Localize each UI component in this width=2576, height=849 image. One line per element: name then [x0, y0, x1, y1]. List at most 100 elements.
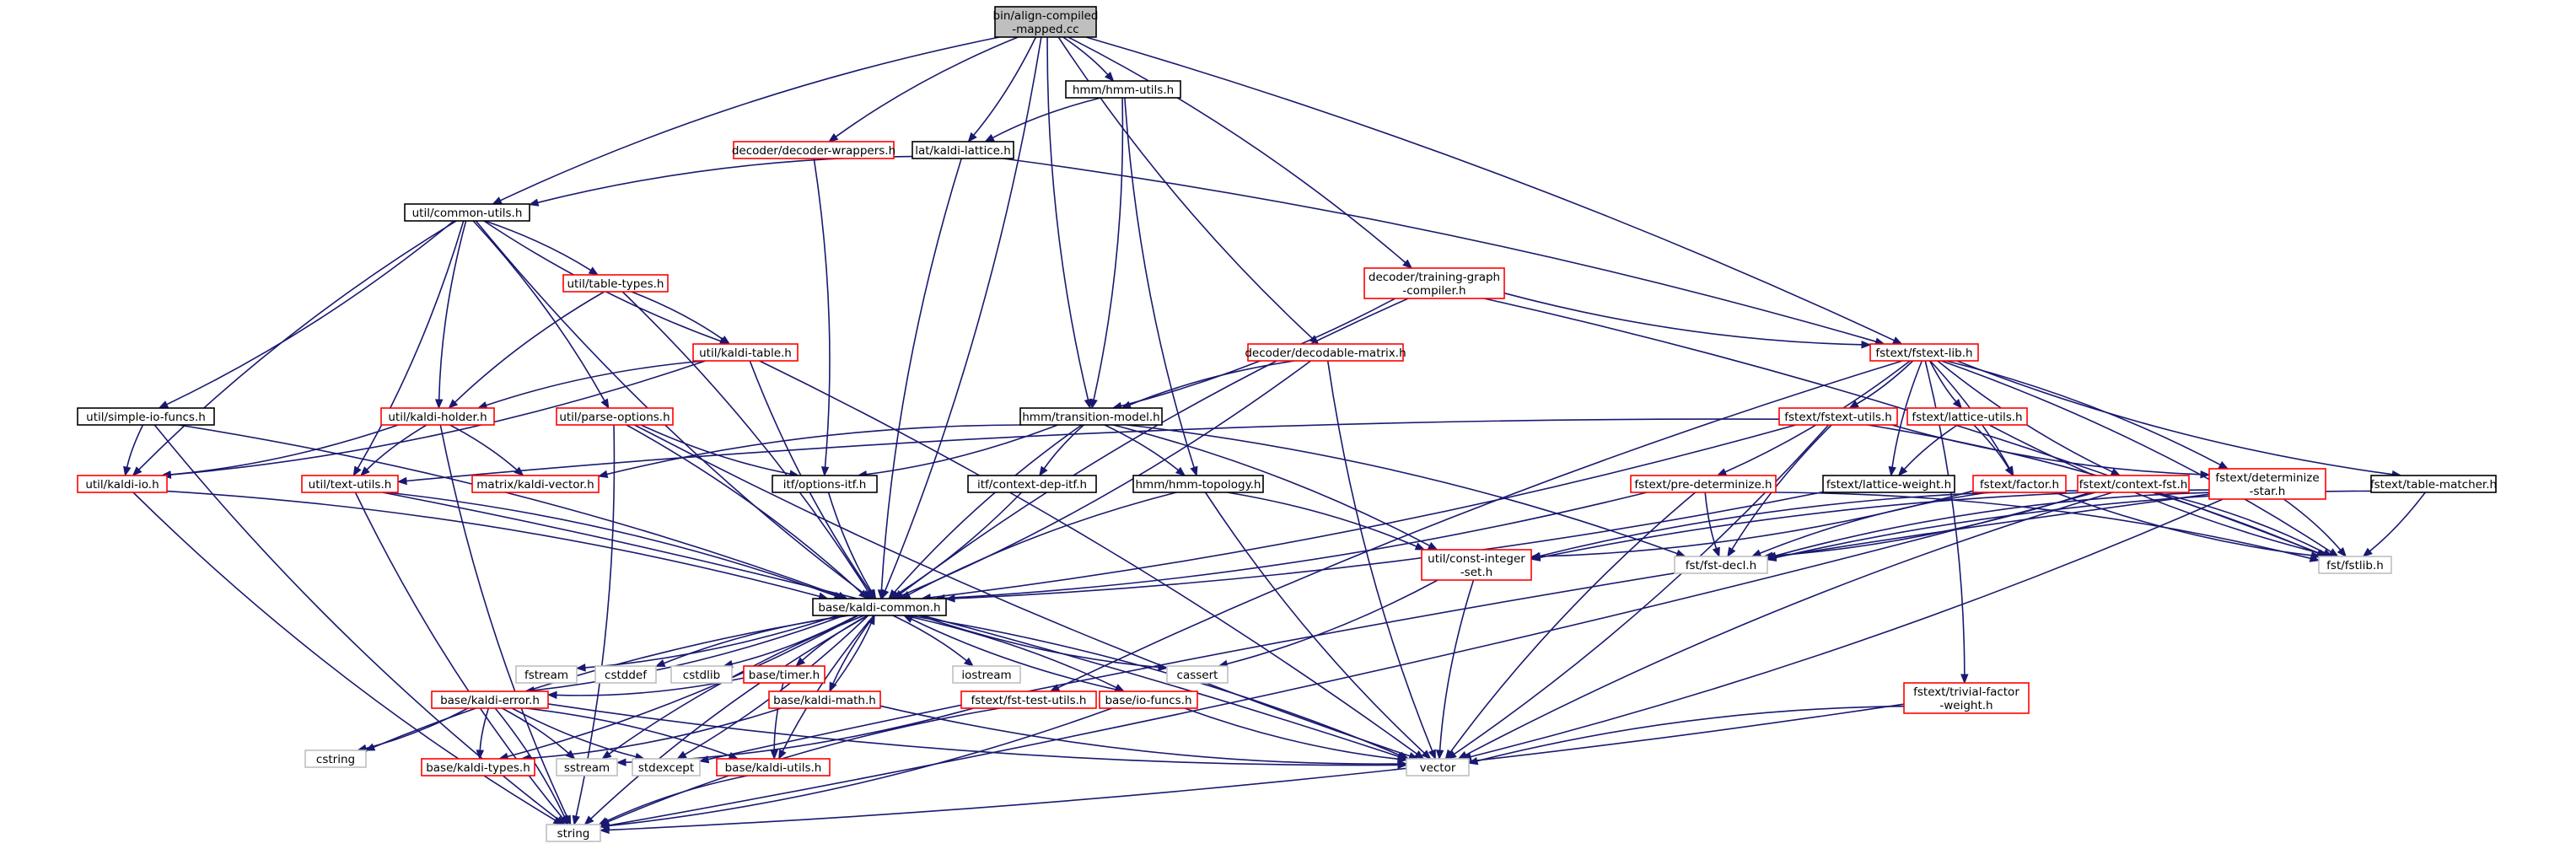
node-label: sstream	[564, 761, 610, 775]
node-label: decoder/decoder-wrappers.h	[732, 144, 895, 158]
node-const-integer-set[interactable]: util/const-integer-set.h	[1421, 549, 1532, 581]
node-root[interactable]: bin/align-compiled-mapped.cc	[993, 6, 1099, 38]
node-kaldi-math[interactable]: base/kaldi-math.h	[768, 690, 881, 709]
node-fst-test-utils[interactable]: fstext/fst-test-utils.h	[960, 690, 1097, 709]
node-label: fstext/fstext-lib.h	[1875, 347, 1972, 360]
node-label: hmm/hmm-utils.h	[1073, 83, 1174, 97]
edge-transition_model-to-kaldi_vector	[597, 424, 1022, 478]
node-label: string	[557, 827, 590, 841]
node-hmm-utils[interactable]: hmm/hmm-utils.h	[1065, 80, 1181, 99]
node-label: fstext/lattice-utils.h	[1912, 411, 2022, 424]
node-box	[2208, 468, 2326, 500]
node-label: itf/context-dep-itf.h	[977, 478, 1087, 492]
node-kaldi-lattice[interactable]: lat/kaldi-lattice.h	[912, 141, 1014, 159]
edge-lattice_weight-to-kaldi_common	[944, 491, 1824, 603]
node-trivial-factor[interactable]: fstext/trivial-factor-weight.h	[1903, 682, 2030, 714]
node-label: base/timer.h	[749, 669, 820, 682]
edge-fstext_utils-to-determinize_star	[1891, 424, 2211, 479]
node-box	[1065, 80, 1181, 99]
node-transition-model[interactable]: hmm/transition-model.h	[1019, 407, 1163, 426]
node-box	[772, 475, 878, 493]
edge-kaldi_common-to-iostream	[892, 615, 975, 667]
node-decodable-matrix[interactable]: decoder/decodable-matrix.h	[1245, 343, 1406, 362]
node-determinize-star[interactable]: fstext/determinize-star.h	[2208, 468, 2326, 500]
node-timer[interactable]: base/timer.h	[743, 665, 826, 684]
node-common-utils[interactable]: util/common-utils.h	[404, 203, 530, 222]
node-dec-wrappers[interactable]: decoder/decoder-wrappers.h	[732, 141, 895, 159]
node-kaldi-utils[interactable]: base/kaldi-utils.h	[716, 758, 831, 776]
edge-kaldi_table-to-kaldi_holder	[476, 360, 706, 410]
node-kaldi-common[interactable]: base/kaldi-common.h	[812, 598, 947, 616]
node-table-matcher[interactable]: fstext/table-matcher.h	[2370, 475, 2497, 493]
node-lattice-utils[interactable]: fstext/lattice-utils.h	[1906, 407, 2028, 426]
edge-common_utils-to-text_utils	[352, 220, 465, 477]
node-context-fst[interactable]: fstext/context-fst.h	[2077, 475, 2190, 493]
edge-root-to-training_graph	[1068, 36, 1413, 269]
node-context-dep-itf[interactable]: itf/context-dep-itf.h	[967, 475, 1097, 493]
node-hmm-topology[interactable]: hmm/hmm-topology.h	[1132, 475, 1264, 493]
node-kaldi-types[interactable]: base/kaldi-types.h	[421, 758, 535, 776]
node-label: hmm/hmm-topology.h	[1135, 478, 1261, 492]
edge-root-to-common_utils	[492, 36, 1000, 205]
edge-hmm_utils-to-hmm_topology	[1124, 97, 1198, 477]
node-box	[1674, 556, 1768, 574]
edge-common_utils-to-parse_options	[472, 220, 610, 410]
node-io-funcs[interactable]: base/io-funcs.h	[1099, 690, 1198, 709]
edge-root-to-kaldi_common	[881, 36, 1042, 600]
node-fstext-utils[interactable]: fstext/fstext-utils.h	[1778, 407, 1898, 426]
node-parse-options[interactable]: util/parse-options.h	[556, 407, 674, 426]
node-label: util/const-integer	[1428, 552, 1525, 566]
edge-options_itf-to-kaldi_common	[827, 492, 877, 600]
node-fstlib: fst/fstlib.h	[2318, 556, 2392, 574]
node-label: util/kaldi-holder.h	[388, 411, 487, 424]
node-kaldi-holder[interactable]: util/kaldi-holder.h	[380, 407, 495, 426]
node-box	[994, 6, 1097, 38]
node-text-utils[interactable]: util/text-utils.h	[301, 475, 399, 493]
edge-kaldi_holder-to-text_utils	[360, 424, 428, 476]
node-box	[1363, 267, 1505, 299]
node-fstext-lib[interactable]: fstext/fstext-lib.h	[1869, 343, 1979, 362]
edge-decodable_matrix-to-transition_model	[1121, 360, 1295, 409]
node-kaldi-error[interactable]: base/kaldi-error.h	[431, 690, 549, 709]
edge-pre_determinize-to-fst_decl	[1704, 492, 1720, 558]
node-training-graph[interactable]: decoder/training-graph-compiler.h	[1363, 267, 1505, 299]
edge-text_utils-to-kaldi_common	[385, 492, 845, 599]
edge-kaldi_error-to-cstring	[356, 707, 469, 752]
edge-root-to-kaldi_lattice	[967, 36, 1037, 143]
edge-kaldi_common-to-cassert	[918, 615, 1169, 672]
node-label: cstring	[316, 753, 355, 766]
edge-table_matcher-to-fstlib	[2362, 492, 2426, 557]
node-box	[1099, 690, 1198, 709]
node-label: -mapped.cc	[1012, 23, 1078, 36]
node-kaldi-table[interactable]: util/kaldi-table.h	[692, 343, 799, 362]
node-label: util/kaldi-table.h	[699, 347, 792, 360]
node-label: stdexcept	[638, 761, 694, 775]
node-box	[546, 824, 601, 842]
node-options-itf[interactable]: itf/options-itf.h	[772, 475, 878, 493]
edge-kaldi_utils-to-string	[598, 775, 748, 825]
node-box	[1166, 665, 1229, 684]
node-factor[interactable]: fstext/factor.h	[1972, 475, 2067, 493]
node-label: decoder/decodable-matrix.h	[1245, 347, 1406, 360]
edge-root-to-transition_model	[1046, 36, 1093, 410]
node-kaldi-vector[interactable]: matrix/kaldi-vector.h	[471, 475, 600, 493]
node-lattice-weight[interactable]: fstext/lattice-weight.h	[1822, 475, 1955, 493]
node-box	[1406, 758, 1470, 776]
node-pre-determinize[interactable]: fstext/pre-determinize.h	[1630, 475, 1777, 493]
node-simple-io[interactable]: util/simple-io-funcs.h	[77, 407, 215, 426]
node-box	[733, 141, 895, 159]
edge-fstext_utils-to-fst_decl	[1727, 424, 1832, 558]
node-kaldi-io[interactable]: util/kaldi-io.h	[77, 475, 168, 493]
node-box	[594, 665, 657, 684]
node-table-types[interactable]: util/table-types.h	[562, 274, 669, 293]
edge-kaldi_io-to-string	[132, 492, 564, 825]
node-label: base/kaldi-common.h	[818, 601, 940, 615]
edge-determinize_star-to-fstlib	[2283, 498, 2347, 558]
node-label: decoder/training-graph	[1369, 271, 1500, 284]
node-label: util/common-utils.h	[412, 207, 523, 220]
node-box	[692, 343, 799, 362]
node-box	[1019, 407, 1163, 426]
edge-training_graph-to-fstext_lib	[1503, 292, 1872, 349]
edge-lattice_utils-to-factor	[1973, 424, 2014, 477]
edge-io_funcs-to-vector	[1184, 707, 1408, 763]
